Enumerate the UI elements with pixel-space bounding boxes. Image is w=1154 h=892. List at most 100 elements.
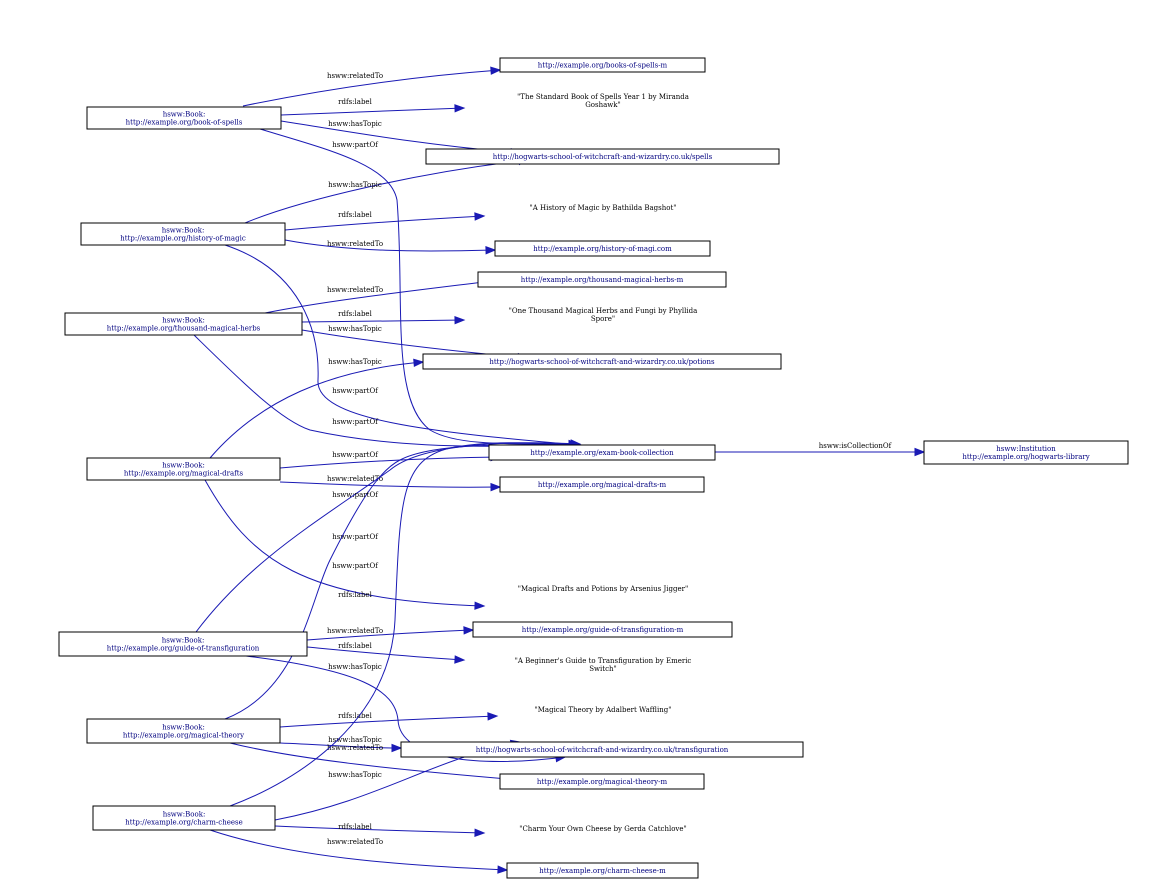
literal-text: Goshawk" [585, 101, 621, 109]
edge-label: rdfs:label [338, 310, 372, 318]
edge-thousand_herbs-to-lit_herbs: rdfs:label [301, 310, 466, 325]
node-library[interactable]: hsww:Institutionhttp://example.org/hogwa… [923, 440, 1129, 465]
literal-text: "A History of Magic by Bathilda Bagshot" [529, 204, 676, 212]
node-herbs-m[interactable]: http://example.org/thousand-magical-herb… [477, 271, 727, 288]
literal-text: "One Thousand Magical Herbs and Fungi by… [509, 307, 698, 315]
edge-line [244, 159, 529, 224]
literal-text: "Magical Drafts and Potions by Arsenius … [518, 585, 688, 593]
edge-line [279, 715, 498, 728]
edge-magical_drafts-to-lit_drafts: rdfs:label [204, 479, 486, 610]
edge-thousand_herbs-to-collection: hsww:partOf [193, 334, 580, 451]
node-history-m[interactable]: http://example.org/history-of-magi.com [494, 240, 711, 257]
node-book-spells[interactable]: hsww:Book:http://example.org/book-of-spe… [86, 106, 282, 130]
nodes-layer: hsww:Book:http://example.org/book-of-spe… [58, 57, 1129, 879]
arrowhead [490, 482, 502, 492]
node-charm-cheese[interactable]: hsww:Book:http://example.org/charm-chees… [92, 805, 276, 831]
node-label: http://hogwarts-school-of-witchcraft-and… [476, 746, 729, 754]
node-box [422, 353, 782, 370]
node-collection[interactable]: http://example.org/exam-book-collection [488, 444, 716, 461]
node-label: hsww:Book: [162, 462, 205, 470]
arrowhead [413, 358, 425, 368]
edge-label: hsww:relatedTo [327, 475, 383, 483]
edge-line [280, 120, 521, 154]
node-theory-m[interactable]: http://example.org/magical-theory-m [499, 773, 705, 790]
edge-label: hsww:hasTopic [328, 325, 382, 333]
node-cheese-m[interactable]: http://example.org/charm-cheese-m [506, 862, 699, 879]
node-history-magic[interactable]: hsww:Book:http://example.org/history-of-… [80, 222, 286, 246]
node-box [86, 106, 282, 130]
node-label: http://example.org/hogwarts-library [962, 453, 1089, 461]
edge-label: hsww:relatedTo [327, 838, 383, 846]
literal-lit-cheese: "Charm Your Own Cheese by Gerda Catchlov… [519, 825, 687, 833]
node-label: http://example.org/history-of-magic [120, 235, 246, 243]
node-box [400, 741, 804, 758]
node-box [58, 631, 308, 657]
node-thousand-herbs[interactable]: hsww:Book:http://example.org/thousand-ma… [64, 312, 303, 336]
edge-label: hsww:partOf [332, 562, 379, 570]
edge-collection-to-library: hsww:isCollectionOf [715, 442, 926, 457]
node-box [923, 440, 1129, 465]
arrowhead [454, 104, 466, 113]
edge-line [279, 481, 501, 488]
edge-label: hsww:partOf [332, 387, 379, 395]
node-transfig-m[interactable]: http://example.org/guide-of-transfigurat… [472, 621, 733, 638]
node-label: hsww:Book: [162, 724, 205, 732]
edge-magical_drafts-to-collection: hsww:partOf [279, 451, 502, 469]
literal-lit-spells: "The Standard Book of Spells Year 1 by M… [517, 93, 689, 109]
literal-text: "Charm Your Own Cheese by Gerda Catchlov… [519, 825, 687, 833]
literal-text: Spore" [591, 315, 615, 323]
edge-charm_cheese-to-cheese_m: hsww:relatedTo [209, 829, 509, 874]
node-box [488, 444, 716, 461]
edge-line [279, 742, 402, 749]
node-label: http://example.org/guide-of-transfigurat… [522, 626, 684, 634]
node-label: http://example.org/exam-book-collection [530, 449, 674, 457]
edge-label: hsww:relatedTo [327, 627, 383, 635]
edge-label: rdfs:label [338, 823, 372, 831]
edge-label: rdfs:label [338, 98, 372, 106]
edge-label: hsww:relatedTo [327, 744, 383, 752]
literal-text: "A Beginner's Guide to Transfiguration b… [515, 657, 692, 665]
edge-thousand_herbs-to-herbs_m: hsww:relatedTo [264, 276, 502, 314]
edge-book_spells-to-lit_spells: rdfs:label [280, 98, 466, 116]
node-topic-transfig[interactable]: http://hogwarts-school-of-witchcraft-and… [400, 741, 804, 758]
literal-text: "Magical Theory by Adalbert Waffling" [535, 706, 672, 714]
edge-line [306, 646, 465, 661]
node-box [80, 222, 286, 246]
node-label: http://example.org/thousand-magical-herb… [107, 325, 261, 333]
node-label: http://example.org/charm-cheese [125, 819, 242, 827]
edge-line [284, 239, 496, 252]
node-guide-transfig[interactable]: hsww:Book:http://example.org/guide-of-tr… [58, 631, 308, 657]
node-label: http://example.org/books-of-spells-m [538, 62, 668, 70]
node-topic-spells[interactable]: http://hogwarts-school-of-witchcraft-and… [425, 148, 780, 165]
node-magical-theory[interactable]: hsww:Book:http://example.org/magical-the… [86, 718, 281, 744]
edge-label: hsww:hasTopic [328, 663, 382, 671]
edge-magical_drafts-to-topic_potions: hsww:hasTopic [209, 358, 425, 459]
node-topic-potions[interactable]: http://hogwarts-school-of-witchcraft-and… [422, 353, 782, 370]
arrowhead [454, 655, 466, 664]
arrowhead [474, 212, 486, 221]
arrowhead [474, 601, 486, 610]
node-label: hsww:Book: [162, 227, 205, 235]
node-box [86, 457, 281, 481]
literal-text: "The Standard Book of Spells Year 1 by M… [517, 93, 689, 101]
edge-label: hsww:relatedTo [327, 240, 383, 248]
edge-line [209, 829, 508, 871]
node-magical-drafts[interactable]: hsww:Book:http://example.org/magical-dra… [86, 457, 281, 481]
node-spells-m[interactable]: http://example.org/books-of-spells-m [499, 57, 706, 73]
literal-lit-theory: "Magical Theory by Adalbert Waffling" [535, 706, 672, 714]
edge-label: hsww:partOf [332, 491, 379, 499]
node-label: hsww:Institution [996, 445, 1056, 453]
edge-label: hsww:partOf [332, 533, 379, 541]
edge-charm_cheese-to-lit_cheese: rdfs:label [274, 823, 486, 837]
edge-label: hsww:hasTopic [328, 181, 382, 189]
edge-label: rdfs:label [338, 642, 372, 650]
edge-line [280, 107, 465, 116]
edge-line [209, 361, 424, 459]
edge-magical_theory-to-lit_theory: rdfs:label [279, 712, 499, 728]
node-drafts-m[interactable]: http://example.org/magical-drafts-m [499, 476, 705, 493]
node-box [499, 773, 705, 790]
edge-magical_theory-to-topic_transfig: hsww:hasTopic [279, 736, 403, 753]
edge-line [229, 442, 581, 807]
arrowhead [391, 743, 403, 753]
edge-line [204, 479, 485, 607]
